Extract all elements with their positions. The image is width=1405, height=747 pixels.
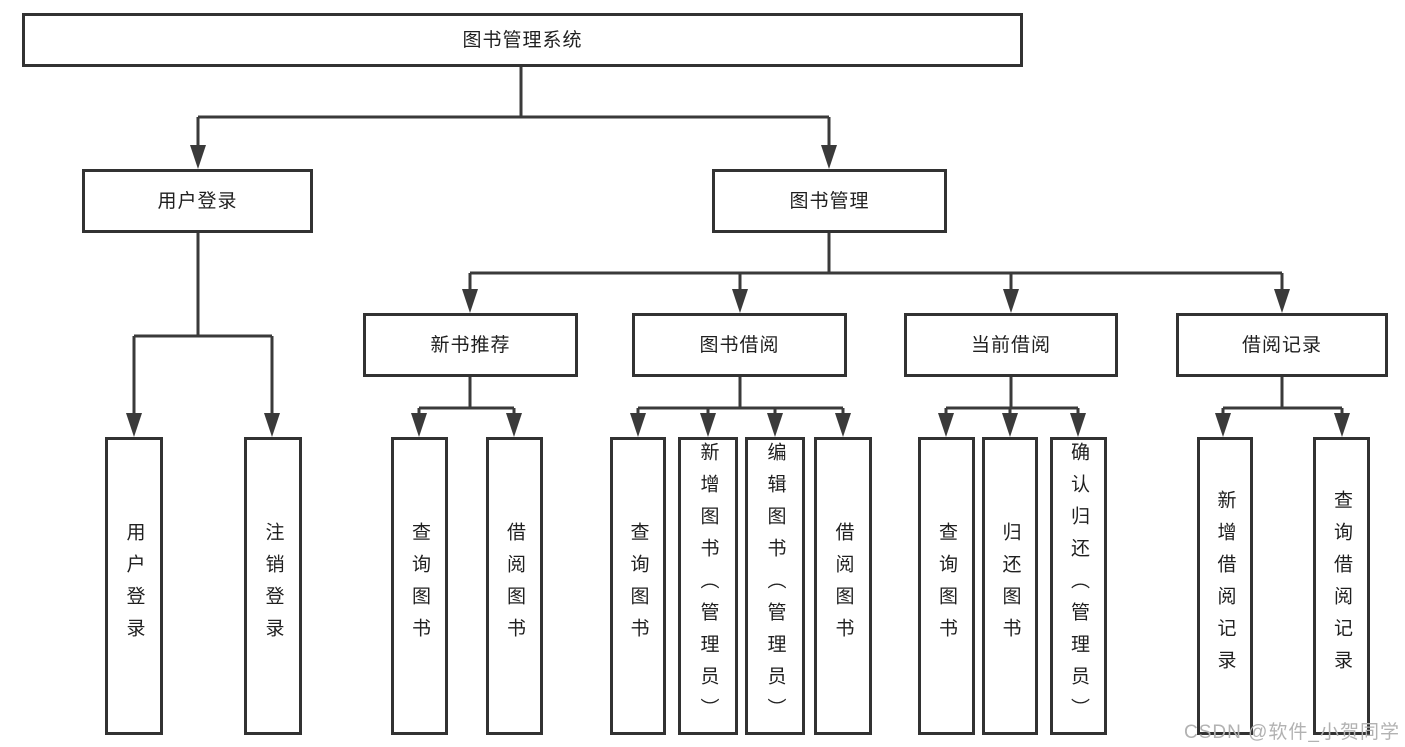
arrow-down-icon bbox=[1334, 413, 1350, 437]
arrowhead-icon-group bbox=[126, 145, 1350, 437]
node-label: 编辑图书（管理员） bbox=[764, 442, 786, 730]
arrow-down-icon bbox=[835, 413, 851, 437]
node-current-borrowing: 当前借阅 bbox=[904, 313, 1118, 377]
node-label: 图书借阅 bbox=[699, 334, 780, 356]
arrow-down-icon bbox=[1002, 413, 1018, 437]
arrow-down-icon bbox=[462, 289, 478, 313]
node-leaf-query-borrow-record: 查询借阅记录 bbox=[1313, 437, 1370, 735]
node-label: 借阅图书 bbox=[832, 522, 854, 650]
arrow-down-icon bbox=[1274, 289, 1290, 313]
node-label: 查询图书 bbox=[409, 522, 430, 650]
arrow-down-icon bbox=[821, 145, 837, 169]
node-label: 查询借阅记录 bbox=[1331, 490, 1352, 682]
node-label: 新增借阅记录 bbox=[1214, 490, 1236, 682]
node-label: 归还图书 bbox=[999, 522, 1021, 650]
node-label: 注销登录 bbox=[262, 522, 284, 650]
node-leaf-logout: 注销登录 bbox=[244, 437, 302, 735]
node-leaf-user-login: 用户登录 bbox=[105, 437, 163, 735]
arrow-down-icon bbox=[411, 413, 427, 437]
arrow-down-icon bbox=[732, 289, 748, 313]
node-label: 图书管理系统 bbox=[462, 29, 583, 51]
node-book-management: 图书管理 bbox=[712, 169, 947, 233]
node-user-login: 用户登录 bbox=[82, 169, 313, 233]
arrow-down-icon bbox=[264, 413, 280, 437]
arrow-down-icon bbox=[700, 413, 716, 437]
node-leaf-add-borrow-record: 新增借阅记录 bbox=[1197, 437, 1253, 735]
node-leaf-confirm-return-admin: 确认归还（管理员） bbox=[1050, 437, 1107, 735]
node-leaf-query-books: 查询图书 bbox=[610, 437, 666, 735]
node-library-management-system: 图书管理系统 bbox=[22, 13, 1023, 67]
node-borrowing-records: 借阅记录 bbox=[1176, 313, 1388, 377]
node-leaf-query-books: 查询图书 bbox=[918, 437, 975, 735]
node-leaf-return-books: 归还图书 bbox=[982, 437, 1038, 735]
arrow-down-icon bbox=[630, 413, 646, 437]
node-leaf-add-books-admin: 新增图书（管理员） bbox=[678, 437, 738, 735]
node-book-borrowing: 图书借阅 bbox=[632, 313, 847, 377]
node-label: 新书推荐 bbox=[430, 334, 511, 356]
node-label: 确认归还（管理员） bbox=[1068, 442, 1089, 730]
arrow-down-icon bbox=[938, 413, 954, 437]
arrow-down-icon bbox=[1215, 413, 1231, 437]
node-label: 查询图书 bbox=[627, 522, 649, 650]
csdn-watermark: CSDN @软件_小贺同学 bbox=[1184, 722, 1400, 743]
arrow-down-icon bbox=[506, 413, 522, 437]
node-leaf-edit-books-admin: 编辑图书（管理员） bbox=[745, 437, 805, 735]
arrow-down-icon bbox=[767, 413, 783, 437]
node-label: 当前借阅 bbox=[970, 334, 1051, 356]
node-leaf-borrow-books: 借阅图书 bbox=[486, 437, 543, 735]
node-leaf-borrow-books: 借阅图书 bbox=[814, 437, 872, 735]
node-label: 借阅记录 bbox=[1241, 334, 1322, 356]
arrow-down-icon bbox=[1003, 289, 1019, 313]
arrow-down-icon bbox=[1070, 413, 1086, 437]
node-label: 用户登录 bbox=[123, 522, 145, 650]
node-label: 用户登录 bbox=[157, 190, 238, 212]
node-label: 查询图书 bbox=[936, 522, 957, 650]
node-label: 借阅图书 bbox=[504, 522, 525, 650]
arrow-down-icon bbox=[126, 413, 142, 437]
node-leaf-query-books: 查询图书 bbox=[391, 437, 448, 735]
node-new-book-recommendation: 新书推荐 bbox=[363, 313, 578, 377]
node-label: 图书管理 bbox=[789, 190, 870, 212]
arrow-down-icon bbox=[190, 145, 206, 169]
node-label: 新增图书（管理员） bbox=[697, 442, 719, 730]
